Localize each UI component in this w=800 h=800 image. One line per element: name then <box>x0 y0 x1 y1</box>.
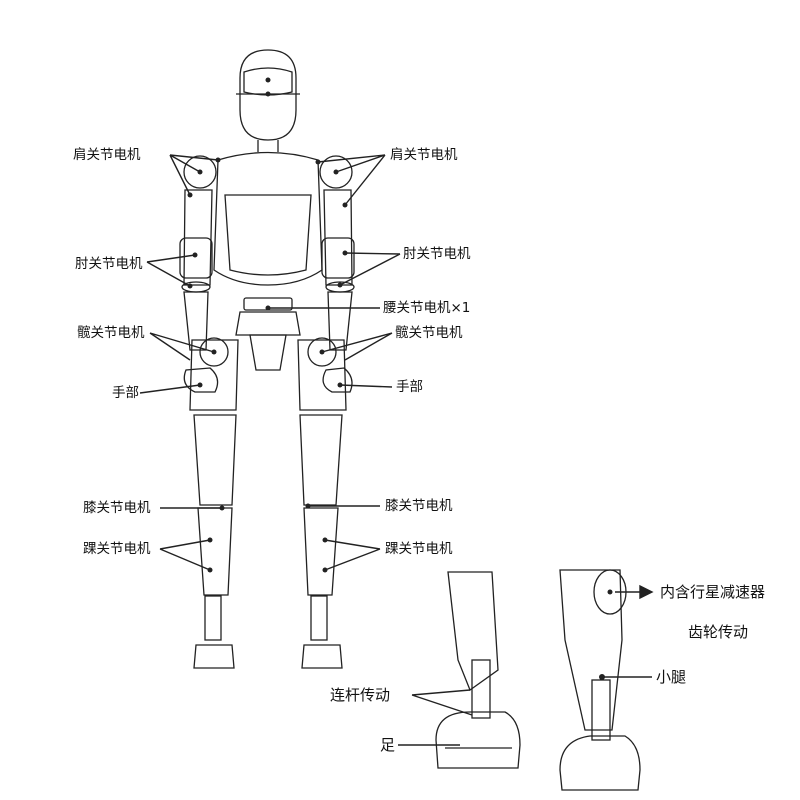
robot-head <box>236 49 300 152</box>
label-ankle-motor-right: 踝关节电机 <box>385 541 453 557</box>
joint-dots <box>187 77 613 680</box>
robot-legs <box>189 337 347 669</box>
label-shank: 小腿 <box>656 668 687 686</box>
label-linkage-drive: 连杆传动 <box>330 686 391 704</box>
label-hand-right: 手部 <box>396 379 423 395</box>
label-planetary-reducer: 内含行星减速器 <box>660 583 766 601</box>
label-hand-left: 手部 <box>112 385 139 401</box>
label-knee-motor-right: 膝关节电机 <box>385 498 453 514</box>
robot-arms <box>179 155 355 393</box>
label-hip-motor-right: 髋关节电机 <box>395 325 463 341</box>
label-gear-drive: 齿轮传动 <box>688 623 749 641</box>
label-elbow-motor-right: 肘关节电机 <box>403 246 471 262</box>
label-foot: 足 <box>380 736 396 754</box>
label-shoulder-motor-right: 肩关节电机 <box>390 147 458 163</box>
label-knee-motor-left: 膝关节电机 <box>83 500 151 516</box>
label-waist-motor: 腰关节电机×1 <box>383 300 471 316</box>
leg-detail-linkage <box>435 571 521 769</box>
leader-lines <box>139 154 654 746</box>
label-hip-motor-left: 髋关节电机 <box>77 325 145 341</box>
label-elbow-motor-left: 肘关节电机 <box>75 256 143 272</box>
leg-detail-gear <box>559 569 641 791</box>
label-shoulder-motor-left: 肩关节电机 <box>73 147 141 163</box>
label-ankle-motor-left: 踝关节电机 <box>83 541 151 557</box>
robot-torso <box>213 151 323 371</box>
